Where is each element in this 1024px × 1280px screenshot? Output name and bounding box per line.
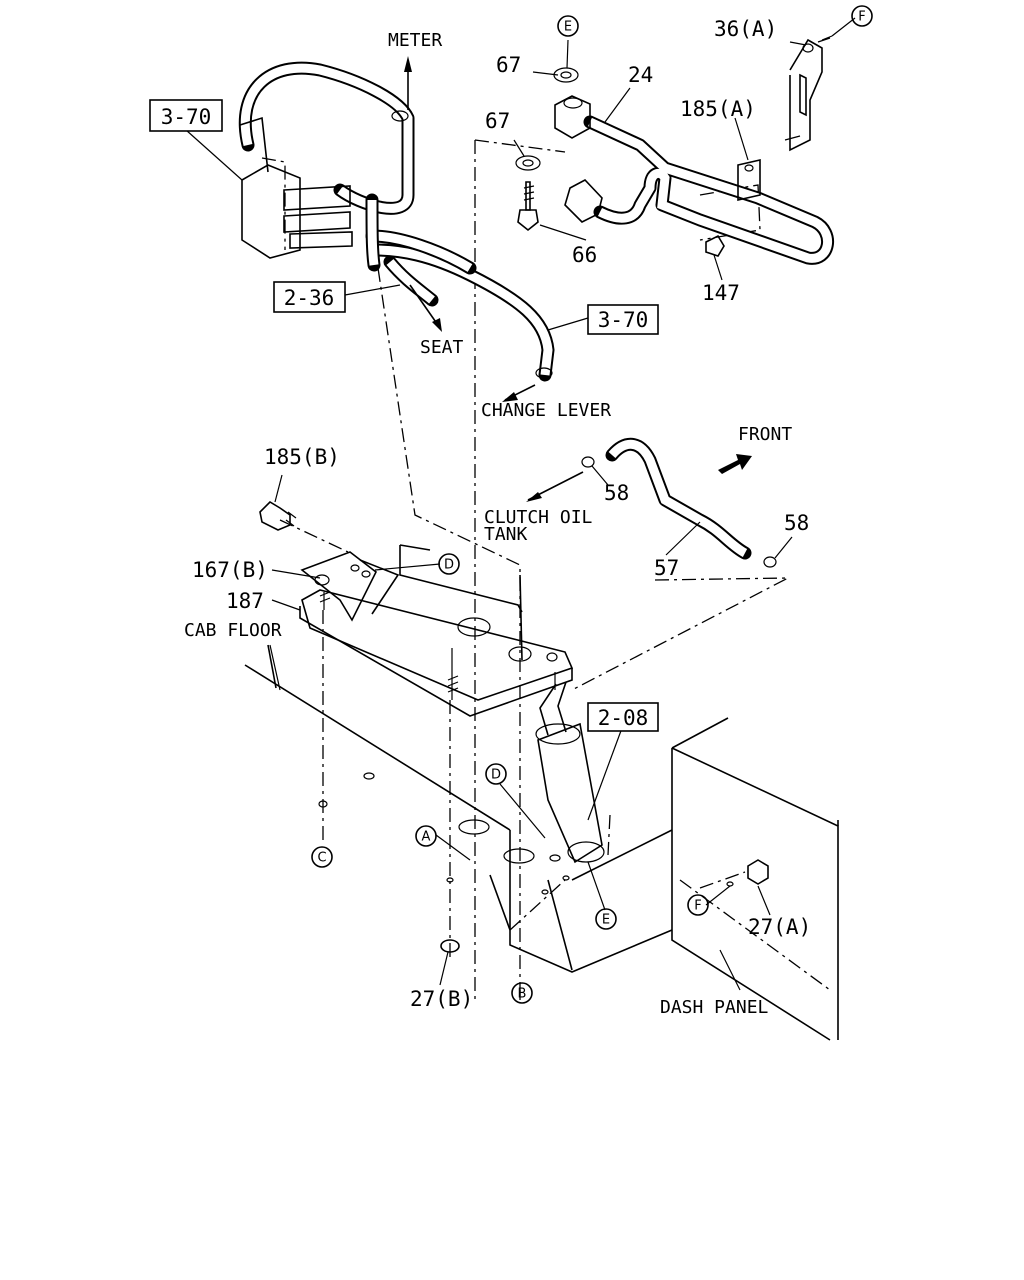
part-58a: 58 — [604, 481, 629, 505]
svg-text:3-70: 3-70 — [598, 308, 649, 332]
ref-box-2-08: 2-08 — [587, 702, 659, 732]
label-leaders — [185, 17, 856, 991]
part-187: 187 — [226, 589, 264, 613]
label-tank: TANK — [484, 524, 528, 545]
front-arrow-icon — [718, 454, 752, 474]
ref-box-3-70-b: 3-70 — [587, 304, 659, 335]
label-seat: SEAT — [420, 337, 464, 358]
svg-text:D: D — [444, 558, 454, 573]
part-57: 57 — [654, 556, 679, 580]
part-67a: 67 — [496, 53, 521, 77]
svg-text:F: F — [858, 10, 865, 25]
marker-c: C — [311, 846, 333, 868]
label-cab-floor: CAB FLOOR — [184, 620, 282, 641]
marker-b: B — [511, 982, 533, 1004]
marker-e-lower: E — [595, 908, 617, 930]
hose-bundle — [238, 61, 555, 382]
nut-27b — [440, 877, 460, 953]
part-27a: 27(A) — [748, 915, 811, 939]
marker-e-top: E — [557, 15, 579, 37]
part-67b: 67 — [485, 109, 510, 133]
part-27b: 27(B) — [410, 987, 473, 1011]
label-meter: METER — [388, 30, 442, 51]
marker-f-top: F — [851, 5, 873, 27]
svg-text:A: A — [422, 830, 431, 845]
svg-text:E: E — [602, 913, 610, 928]
part-185b: 185(B) — [264, 445, 340, 469]
hose-57 — [581, 437, 777, 568]
svg-text:2-08: 2-08 — [598, 706, 649, 730]
marker-a: A — [415, 825, 437, 847]
marker-f-lower: F — [687, 894, 709, 916]
part-66: 66 — [572, 243, 597, 267]
label-front: FRONT — [738, 424, 792, 445]
svg-text:D: D — [491, 768, 501, 783]
part-24: 24 — [628, 63, 653, 87]
label-dash-panel: DASH PANEL — [660, 997, 769, 1018]
label-change-lever: CHANGE LEVER — [481, 400, 611, 421]
assembly-leaders — [279, 139, 789, 1000]
part-185a: 185(A) — [680, 97, 756, 121]
svg-text:F: F — [694, 899, 701, 914]
part-147: 147 — [702, 281, 740, 305]
cab-floor-block — [244, 644, 673, 973]
marker-d-upper: D — [438, 553, 460, 575]
dash-panel-block — [671, 717, 839, 1041]
svg-text:E: E — [564, 20, 572, 35]
ref-box-3-70-a: 3-70 — [149, 99, 223, 132]
svg-text:3-70: 3-70 — [161, 105, 212, 129]
marker-d-lower: D — [485, 763, 507, 785]
nut-27a — [318, 800, 769, 887]
mounting-plate — [299, 544, 574, 717]
label-clutch-oil: CLUTCH OIL — [484, 507, 593, 528]
svg-text:C: C — [317, 851, 326, 866]
ref-box-2-36: 2-36 — [273, 281, 346, 313]
svg-text:2-36: 2-36 — [284, 286, 335, 310]
arrows — [404, 56, 752, 502]
svg-text:B: B — [518, 987, 527, 1002]
bolt-185b — [259, 500, 297, 531]
part-167b: 167(B) — [192, 558, 268, 582]
part-36a: 36(A) — [714, 17, 777, 41]
master-cylinder — [535, 681, 611, 864]
part-58b: 58 — [784, 511, 809, 535]
pipe-24 — [515, 35, 835, 265]
